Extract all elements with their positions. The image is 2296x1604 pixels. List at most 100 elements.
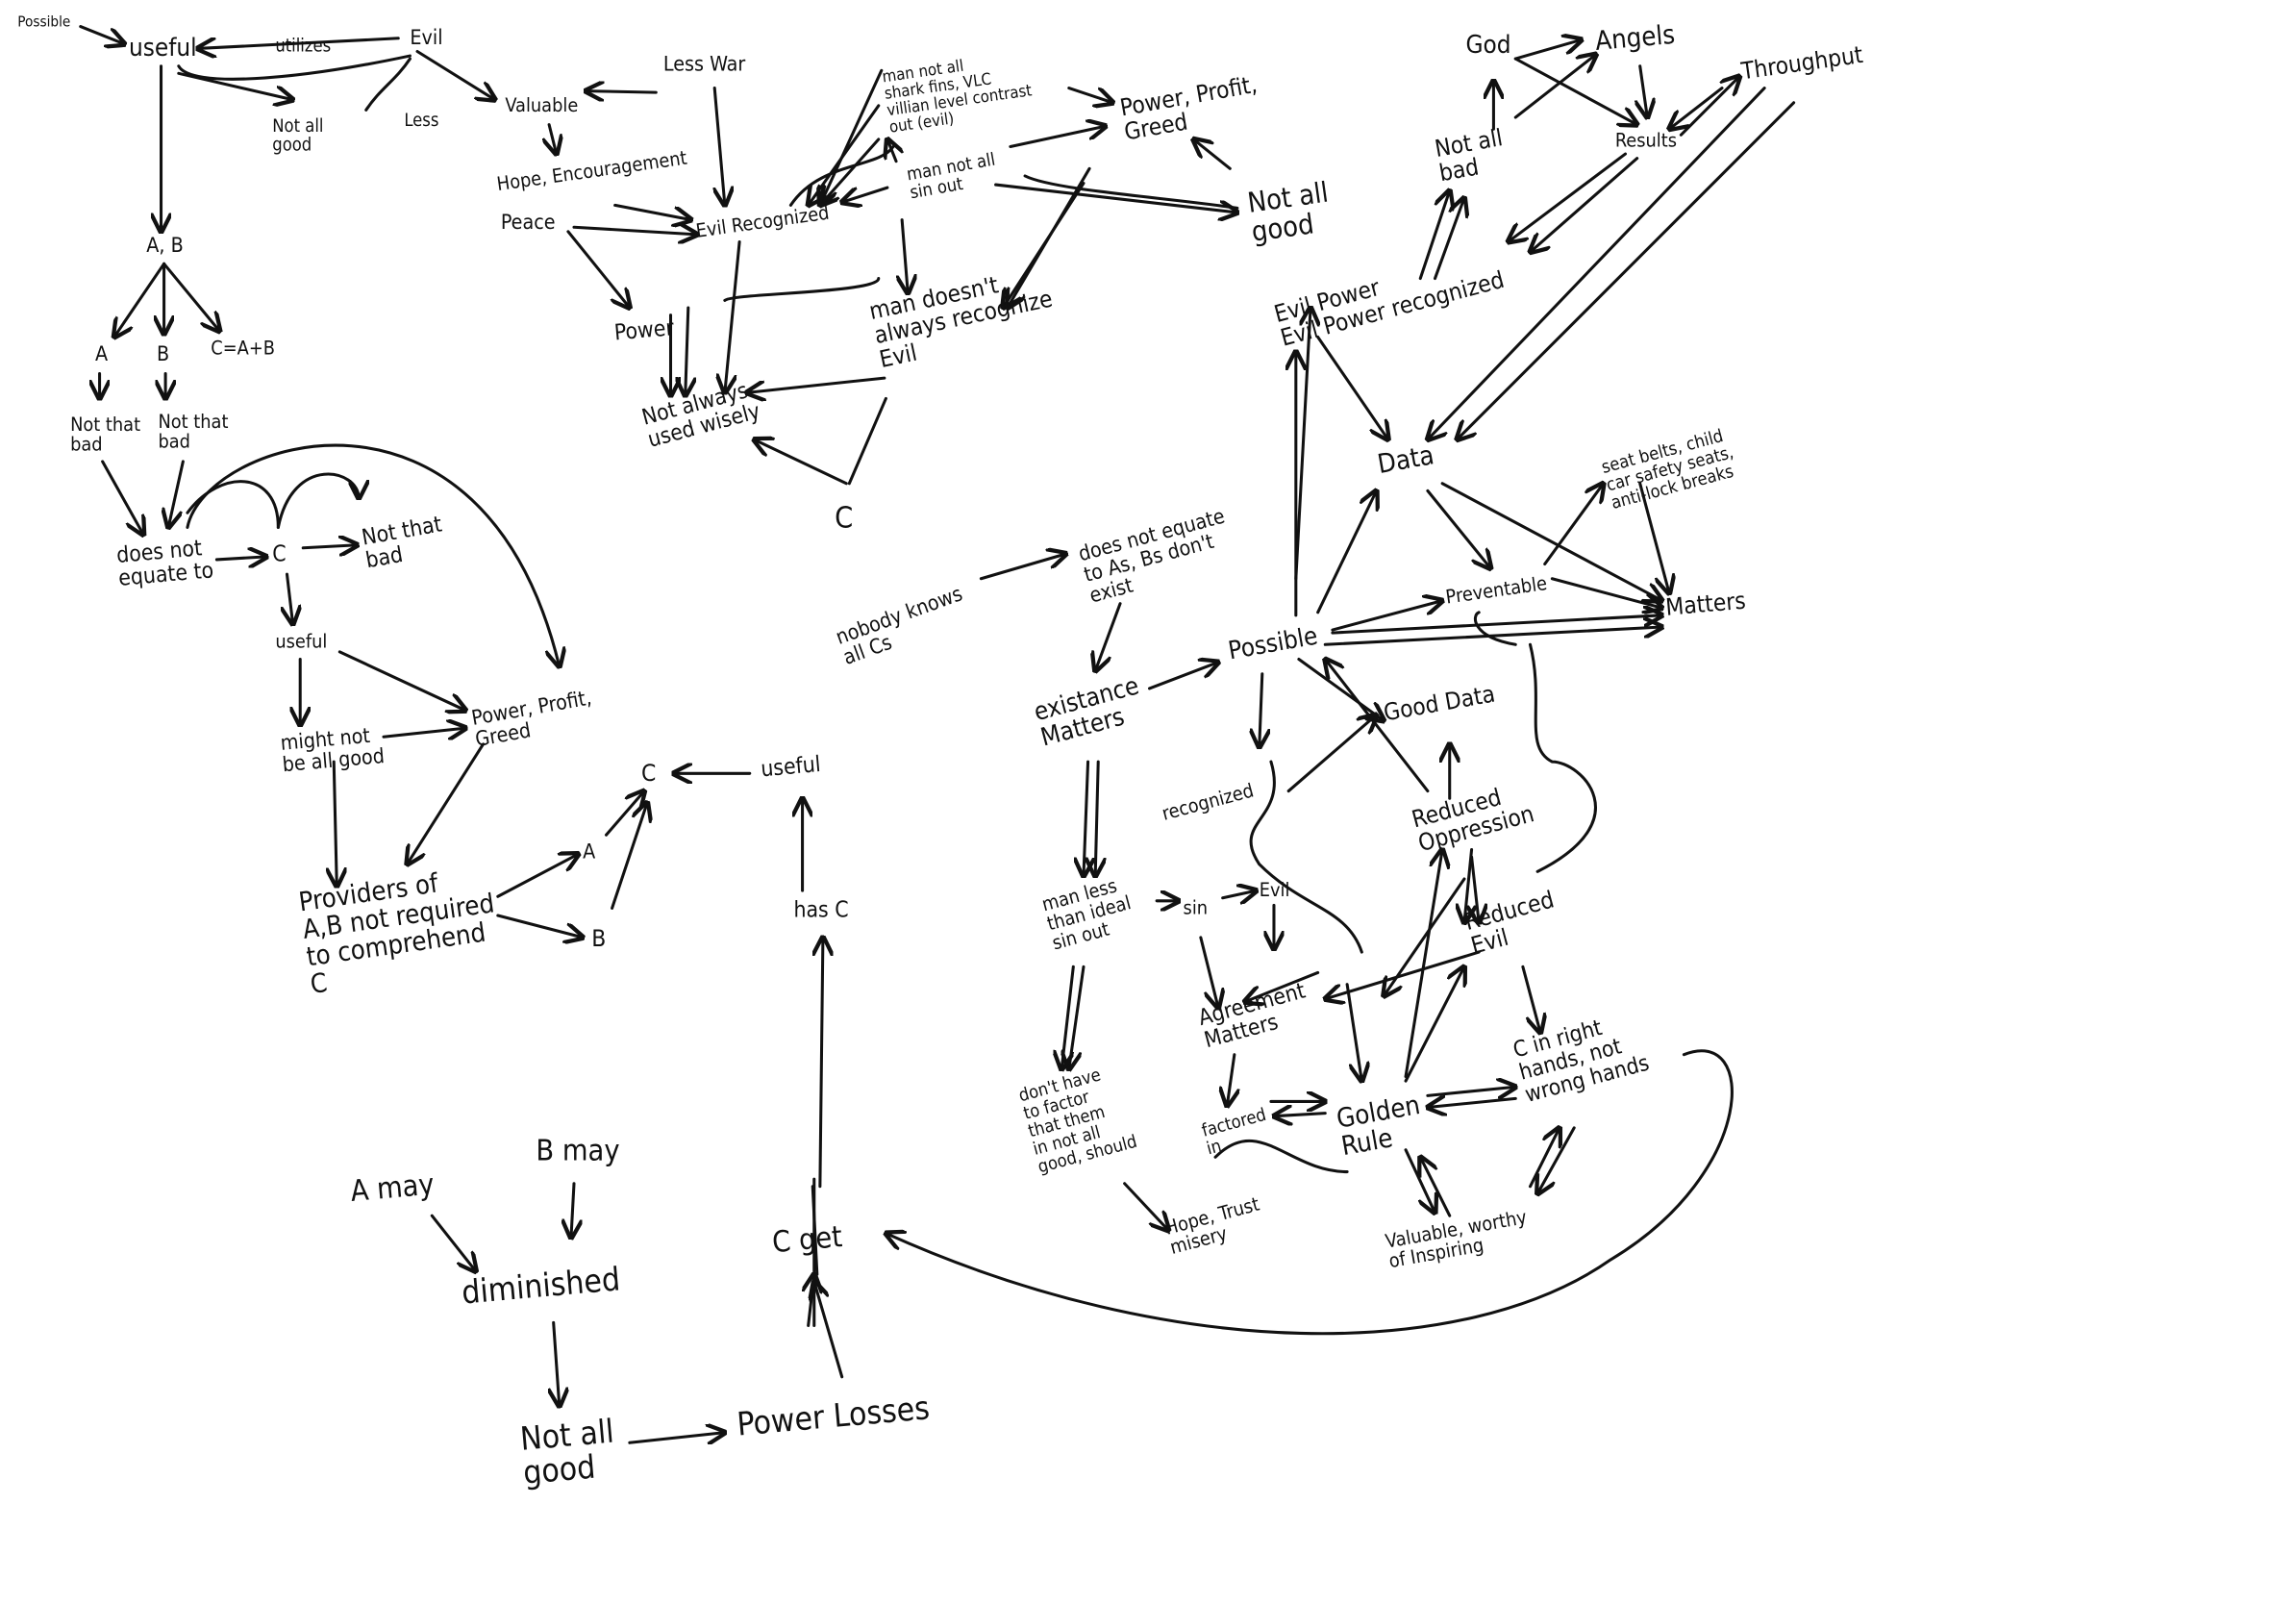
curved-connector	[1249, 760, 1363, 954]
node-label-line: Possible	[1226, 622, 1319, 666]
node-c1: C	[272, 541, 286, 566]
curved-connector	[723, 277, 881, 302]
node-label-line: Hope, Encouragement	[495, 147, 688, 196]
node-label-line: Less War	[663, 52, 746, 76]
arrow-connector	[1325, 660, 1430, 793]
node-label-line: bad	[70, 434, 103, 456]
arrow-connector	[1513, 57, 1636, 125]
node-evil-recognized: Evil Recognized	[694, 202, 830, 242]
curved-connector	[1023, 174, 1239, 210]
arrow-connector	[496, 914, 583, 938]
node-label-line: Matters	[1664, 587, 1747, 621]
node-label-line: bad	[363, 542, 405, 573]
arrow-connector	[979, 554, 1065, 581]
node-useful2: useful	[275, 630, 327, 652]
node-label-line: Angels	[1594, 20, 1676, 57]
node-label-line: good	[272, 135, 312, 155]
node-label-line: Less	[404, 111, 438, 131]
arrow-connector	[79, 25, 125, 44]
arrow-connector	[1095, 760, 1098, 876]
node-man-sin: man not allsin out	[905, 150, 1000, 204]
curved-connector	[177, 54, 412, 81]
node-b2: B	[591, 924, 606, 952]
node-label-line: Preventable	[1444, 572, 1548, 609]
curved-connector	[1474, 611, 1517, 646]
node-recognized: recognized	[1160, 779, 1256, 824]
arrow-connector	[1345, 983, 1361, 1082]
node-results: Results	[1615, 129, 1677, 151]
node-label-line: recognized	[1160, 779, 1256, 824]
node-label-line: Not that	[360, 512, 443, 550]
node-label-line: C get	[771, 1220, 844, 1260]
arrow-connector	[604, 791, 645, 837]
node-preventable: Preventable	[1444, 572, 1548, 609]
arrow-connector	[1679, 76, 1739, 137]
node-a1: A	[95, 342, 108, 366]
arrow-connector	[1067, 87, 1113, 103]
arrow-connector	[994, 183, 1237, 213]
arrow-connector	[586, 91, 658, 93]
curved-connector	[1528, 642, 1597, 873]
arrow-connector	[820, 68, 884, 205]
arrow-connector	[430, 1214, 476, 1271]
node-label-line: Results	[1615, 129, 1677, 151]
node-ntb-c: Not thatbad	[360, 512, 448, 573]
node-angels: Angels	[1594, 20, 1676, 57]
arrow-connector	[725, 239, 741, 392]
node-label-line: A	[95, 342, 108, 366]
arrow-connector	[1404, 1148, 1435, 1213]
node-label-line: God	[1465, 31, 1510, 60]
node-label-line: Not that	[70, 414, 140, 436]
node-b1: B	[157, 342, 169, 366]
node-sin: sin	[1184, 897, 1209, 919]
arrow-connector	[1221, 890, 1257, 898]
node-not-all-good-bl: Not allgood	[518, 1413, 618, 1491]
node-label-line: Evil	[877, 338, 919, 373]
node-not-all-bad: Not allbad	[1433, 123, 1509, 187]
arrow-connector	[820, 938, 823, 1189]
arrow-connector	[1286, 714, 1376, 793]
arrow-connector	[1640, 64, 1648, 117]
arrow-connector	[1193, 139, 1232, 170]
node-utilizes: utilizes	[275, 36, 331, 56]
arrow-connector	[1472, 855, 1480, 923]
arrow-connector	[214, 557, 266, 560]
arrow-connector	[1260, 672, 1262, 747]
arrow-connector	[114, 262, 166, 337]
node-label-line: in	[1205, 1136, 1224, 1159]
node-hope-enc: Hope, Encouragement	[495, 147, 688, 196]
node-label-line: Not all	[272, 116, 323, 137]
arrow-connector	[842, 186, 889, 202]
arrow-connector	[496, 854, 579, 898]
node-label-line: Throughput	[1738, 40, 1864, 86]
arrow-connector	[101, 460, 144, 535]
arrow-connector	[287, 572, 293, 624]
node-label-line: Power Losses	[736, 1389, 931, 1442]
arrow-connector	[1331, 601, 1442, 632]
node-label-line: B may	[536, 1134, 619, 1167]
node-label-line: bad	[158, 431, 190, 453]
arrow-connector	[902, 218, 908, 293]
arrow-connector	[1537, 1126, 1576, 1194]
node-label-line: Good Data	[1382, 680, 1497, 727]
arrow-connector	[1384, 877, 1466, 996]
node-dont-have: don't haveto factorthat themin not allgo…	[1016, 1061, 1139, 1178]
node-a-may: A may	[349, 1168, 436, 1209]
arrow-connector	[1404, 849, 1442, 1079]
arrow-connector	[1426, 1087, 1515, 1095]
arrow-connector	[1297, 657, 1384, 721]
node-c3: C	[835, 501, 853, 535]
arrow-connector	[334, 760, 337, 886]
node-label-line: C	[272, 541, 286, 566]
arrow-connector	[301, 545, 357, 548]
node-label-line: Data	[1375, 440, 1435, 480]
arrow-connector	[407, 742, 486, 865]
node-man-doesnt: man doesn'talways recognizeEvil	[866, 260, 1060, 373]
node-label-line: useful	[275, 630, 327, 652]
node-ppg2: Power, Profit,Greed	[1118, 70, 1263, 146]
node-hope-trust: Hope, Trustmisery	[1162, 1193, 1267, 1259]
node-power-losses: Power Losses	[736, 1389, 931, 1442]
arrow-connector	[814, 1282, 844, 1379]
node-might-not: might notbe all good	[280, 723, 386, 777]
